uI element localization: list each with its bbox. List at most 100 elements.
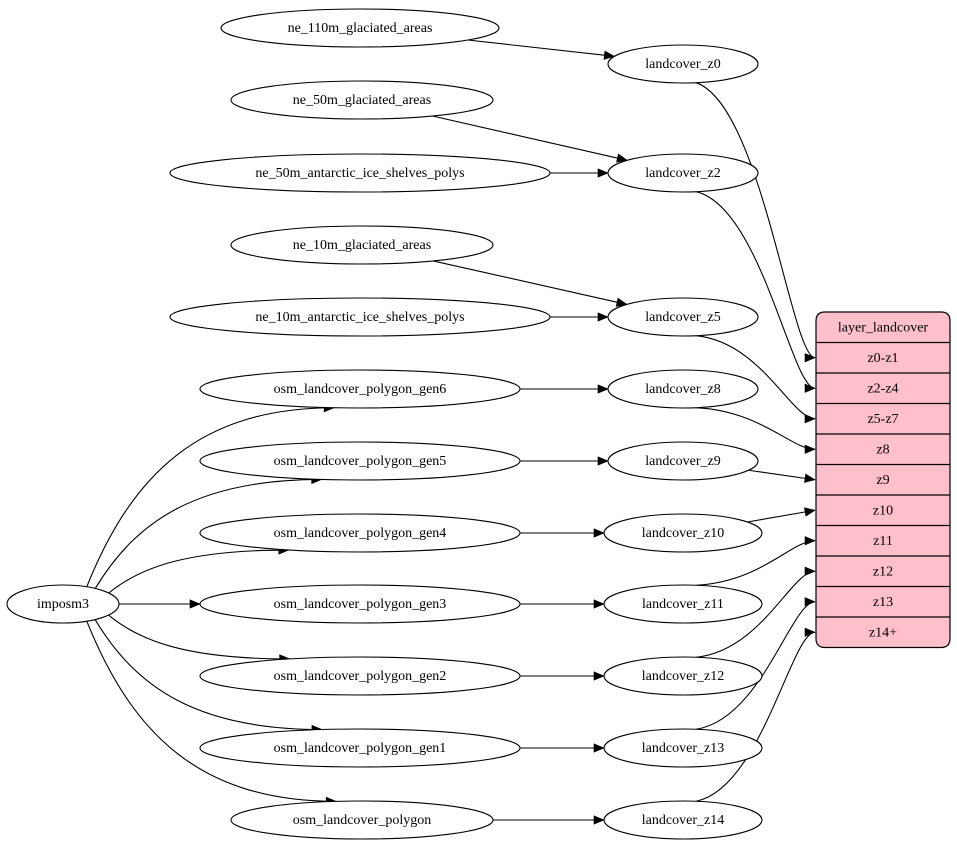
nodes-layer: ne_110m_glaciated_areas ne_50m_glaciated_… [6, 8, 763, 840]
node-label-landcover_z10: landcover_z10 [642, 526, 724, 541]
node-label-landcover_z13: landcover_z13 [642, 741, 724, 756]
node-label-osm_landcover_polygon_gen4: osm_landcover_polygon_gen4 [274, 526, 447, 541]
node-label-osm_landcover_polygon_gen6: osm_landcover_polygon_gen6 [274, 382, 447, 397]
node-landcover_z5[interactable]: landcover_z5 [607, 297, 759, 337]
layer-table-cell-label: z0-z1 [867, 351, 898, 366]
layer-table-cell-label: z10 [873, 503, 893, 518]
node-shape-landcover_z10 [603, 513, 763, 553]
edge-arrowhead [804, 536, 816, 546]
layer-landcover-table: layer_landcoverz0-z1z2-z4z5-z7z8z9z10z11… [815, 311, 951, 649]
node-shape-ne_10m_antarctic_ice_shelves_polys [169, 297, 551, 337]
node-shape-landcover_z14 [603, 800, 763, 840]
node-label-landcover_z2: landcover_z2 [645, 166, 720, 181]
layer-table-cell-label: z5-z7 [867, 412, 898, 427]
node-label-landcover_z5: landcover_z5 [645, 310, 720, 325]
edge-ne_10m_glaciated_areas-to-landcover_z5 [433, 260, 627, 305]
node-label-landcover_z11: landcover_z11 [642, 597, 724, 612]
edge-landcover_z9-to-layer_landcover_z9 [748, 469, 816, 481]
node-shape-ne_110m_glaciated_areas [220, 8, 500, 48]
layer-table-row-z2-z4[interactable]: z2-z4 [867, 381, 898, 396]
edge-arrowhead [804, 566, 816, 576]
node-label-ne_50m_glaciated_areas: ne_50m_glaciated_areas [293, 93, 431, 108]
node-label-osm_landcover_polygon_gen5: osm_landcover_polygon_gen5 [274, 454, 447, 469]
edge-landcover_z8-to-layer_landcover_z8 [696, 407, 816, 450]
node-osm_landcover_polygon_gen2[interactable]: osm_landcover_polygon_gen2 [199, 656, 521, 696]
node-landcover_z2[interactable]: landcover_z2 [607, 153, 759, 193]
layer-table-cell-label: z8 [876, 442, 889, 457]
node-landcover_z13[interactable]: landcover_z13 [603, 728, 763, 768]
node-landcover_z12[interactable]: landcover_z12 [603, 656, 763, 696]
layer-table-row-z14+[interactable]: z14+ [869, 625, 897, 640]
node-shape-landcover_z5 [607, 297, 759, 337]
node-ne_50m_glaciated_areas[interactable]: ne_50m_glaciated_areas [230, 80, 494, 120]
node-shape-osm_landcover_polygon_gen6 [199, 369, 521, 409]
node-ne_10m_glaciated_areas[interactable]: ne_10m_glaciated_areas [230, 225, 494, 265]
node-label-ne_50m_antarctic_ice_shelves_polys: ne_50m_antarctic_ice_shelves_polys [255, 166, 464, 181]
node-imposm3[interactable]: imposm3 [6, 584, 120, 624]
node-shape-ne_50m_glaciated_areas [230, 80, 494, 120]
node-landcover_z9[interactable]: landcover_z9 [607, 441, 759, 481]
edge-landcover_z10-to-layer_landcover_z10 [747, 509, 816, 523]
node-osm_landcover_polygon_gen3[interactable]: osm_landcover_polygon_gen3 [199, 584, 521, 624]
edge-arrowhead [593, 599, 605, 609]
edge-imposm3-to-osm_landcover_polygon_gen4 [108, 549, 289, 594]
node-label-osm_landcover_polygon_gen3: osm_landcover_polygon_gen3 [274, 597, 447, 612]
node-label-imposm3: imposm3 [37, 597, 89, 612]
edge-imposm3-to-osm_landcover_polygon [86, 620, 337, 802]
node-landcover_z10[interactable]: landcover_z10 [603, 513, 763, 553]
edge-imposm3-to-osm_landcover_polygon_gen2 [108, 614, 290, 660]
node-osm_landcover_polygon[interactable]: osm_landcover_polygon [230, 800, 494, 840]
edge-arrowhead [804, 507, 816, 517]
edge-arrowhead [804, 353, 816, 363]
node-osm_landcover_polygon_gen4[interactable]: osm_landcover_polygon_gen4 [199, 513, 521, 553]
edge-imposm3-to-osm_landcover_polygon_gen5 [94, 478, 322, 589]
node-label-landcover_z0: landcover_z0 [645, 57, 720, 72]
layer-table-row-z9[interactable]: z9 [876, 473, 889, 488]
layer-table-cell-label: z13 [873, 595, 893, 610]
node-label-ne_10m_antarctic_ice_shelves_polys: ne_10m_antarctic_ice_shelves_polys [255, 310, 464, 325]
node-shape-ne_50m_antarctic_ice_shelves_polys [169, 153, 551, 193]
node-ne_10m_antarctic_ice_shelves_polys[interactable]: ne_10m_antarctic_ice_shelves_polys [169, 297, 551, 337]
node-landcover_z0[interactable]: landcover_z0 [607, 44, 759, 84]
layer-table-cell-label: z14+ [869, 625, 897, 640]
node-shape-landcover_z9 [607, 441, 759, 481]
node-shape-osm_landcover_polygon_gen1 [199, 728, 521, 768]
layer-table-row-z0-z1[interactable]: z0-z1 [867, 351, 898, 366]
edge-arrowhead [804, 627, 816, 637]
layer-table-cell-label: z12 [873, 564, 893, 579]
layer-table-row-z12[interactable]: z12 [873, 564, 893, 579]
layer-table-row-z8[interactable]: z8 [876, 442, 889, 457]
node-ne_110m_glaciated_areas[interactable]: ne_110m_glaciated_areas [220, 8, 500, 48]
edge-arrowhead [593, 528, 605, 538]
edge-arrowhead [804, 473, 816, 483]
node-shape-osm_landcover_polygon_gen2 [199, 656, 521, 696]
node-osm_landcover_polygon_gen1[interactable]: osm_landcover_polygon_gen1 [199, 728, 521, 768]
node-shape-landcover_z13 [603, 728, 763, 768]
node-ne_50m_antarctic_ice_shelves_polys[interactable]: ne_50m_antarctic_ice_shelves_polys [169, 153, 551, 193]
edge-arrowhead [597, 168, 609, 178]
node-label-landcover_z8: landcover_z8 [645, 382, 720, 397]
layer-table-row-z11[interactable]: z11 [873, 534, 893, 549]
edge-arrowhead [593, 743, 605, 753]
layer-table-row-z10[interactable]: z10 [873, 503, 893, 518]
edge-arrowhead [593, 815, 605, 825]
layer-table-cell-label: z11 [873, 534, 893, 549]
node-landcover_z11[interactable]: landcover_z11 [603, 584, 763, 624]
node-osm_landcover_polygon_gen6[interactable]: osm_landcover_polygon_gen6 [199, 369, 521, 409]
layer-table-row-z5-z7[interactable]: z5-z7 [867, 412, 898, 427]
layer-table-row-z13[interactable]: z13 [873, 595, 893, 610]
edge-arrowhead [597, 312, 609, 322]
node-osm_landcover_polygon_gen5[interactable]: osm_landcover_polygon_gen5 [199, 441, 521, 481]
edge-arrowhead [804, 383, 816, 393]
node-label-osm_landcover_polygon_gen1: osm_landcover_polygon_gen1 [274, 741, 447, 756]
node-landcover_z8[interactable]: landcover_z8 [607, 369, 759, 409]
node-shape-landcover_z11 [603, 584, 763, 624]
node-landcover_z14[interactable]: landcover_z14 [603, 800, 763, 840]
edge-imposm3-to-osm_landcover_polygon_gen6 [86, 407, 335, 588]
node-shape-osm_landcover_polygon_gen3 [199, 584, 521, 624]
node-label-osm_landcover_polygon: osm_landcover_polygon [293, 813, 431, 828]
node-label-ne_10m_glaciated_areas: ne_10m_glaciated_areas [293, 238, 431, 253]
edge-landcover_z2-to-layer_landcover_z2-z4 [695, 191, 816, 389]
